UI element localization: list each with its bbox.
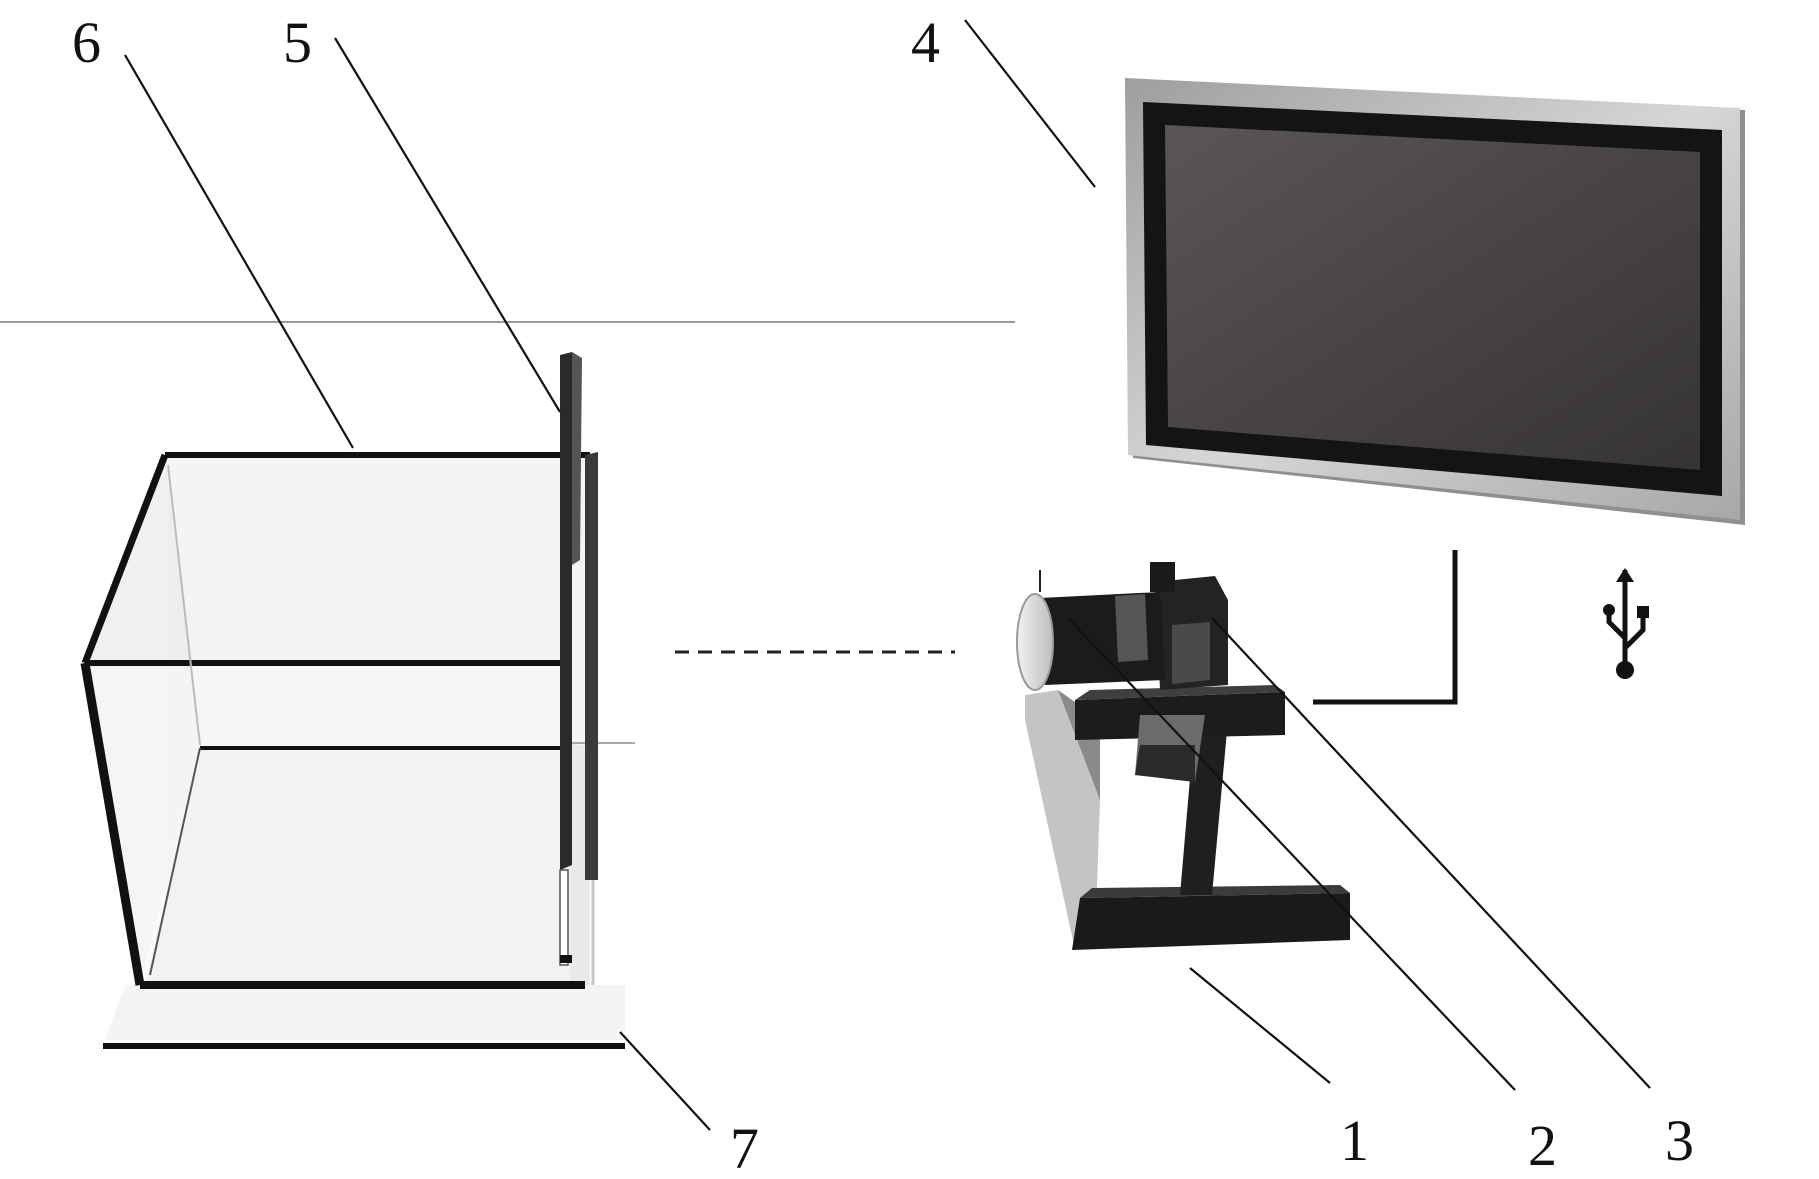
monitor-screen: [1165, 125, 1700, 470]
mount-rail-dark: [1135, 745, 1195, 782]
base-plate: [105, 985, 625, 1040]
tank-front-glass: [90, 665, 570, 985]
callout-label-7: 7: [730, 1116, 759, 1179]
camera-lens-glass: [1016, 593, 1054, 691]
callout-label-3: 3: [1665, 1108, 1694, 1173]
glass-tank: [80, 452, 635, 1049]
tank-inner-vertical-edge: [149, 747, 201, 976]
calibration-plate-foot: [560, 955, 572, 963]
usb-icon: [1603, 568, 1649, 679]
callout-label-4: 4: [911, 10, 940, 75]
leader-line-1: [1189, 967, 1331, 1084]
callout-label-5: 5: [283, 10, 312, 75]
camera-lens-ring: [1115, 594, 1148, 662]
calibration-plate-back-panel: [585, 452, 598, 880]
tank-back-vertical-edge: [167, 464, 201, 746]
camera-body-front: [1172, 622, 1210, 684]
leader-line-5: [334, 37, 561, 413]
callout-label-2: 2: [1528, 1113, 1557, 1178]
leader-line-7: [619, 1031, 711, 1131]
data-cable: [1313, 550, 1458, 705]
leader-line-4: [964, 19, 1096, 188]
mount-base: [1072, 893, 1350, 950]
camera-mount: [1016, 562, 1350, 950]
mount-base-top: [1080, 885, 1350, 898]
callout-label-1: 1: [1340, 1108, 1369, 1173]
callout-label-6: 6: [72, 10, 101, 75]
leader-line-2: [1067, 617, 1516, 1091]
leader-line-6: [124, 54, 354, 449]
mount-side-plate: [1025, 690, 1100, 950]
leader-line-3: [1211, 617, 1651, 1089]
calibration-plate-stem: [559, 869, 569, 966]
tank-left-vertical-edge: [80, 662, 145, 986]
leader-lines: [124, 19, 1651, 1131]
mount-arm-top: [1075, 685, 1285, 700]
calibration-plate-body: [560, 352, 572, 870]
display-monitor: [1125, 78, 1745, 525]
camera-bracket-top: [1150, 562, 1175, 592]
calibration-plate: [559, 352, 598, 966]
tank-left-top-edge: [81, 453, 169, 665]
calibration-plate-side: [572, 352, 582, 565]
